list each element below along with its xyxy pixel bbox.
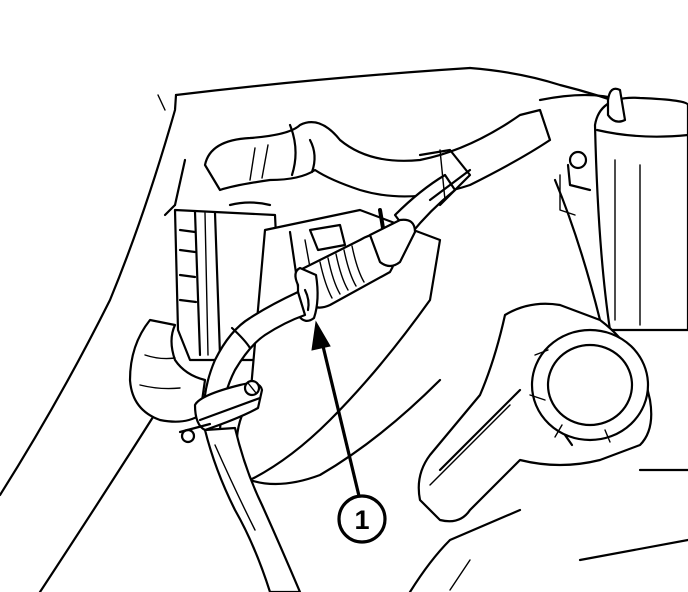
wiring-connector [308,148,472,252]
callout-1: 1 [337,494,387,544]
sensor-body [294,218,417,322]
callout-leader [311,320,361,497]
lower-left-hose [128,318,207,423]
oil-filler-tube [417,302,653,523]
lower-right-structure [408,468,688,592]
callout-1-label: 1 [354,505,369,535]
reservoir-tank [559,87,688,332]
upper-hose [203,108,552,198]
hose-clamp [178,379,264,444]
callout-arrowhead [311,320,331,351]
